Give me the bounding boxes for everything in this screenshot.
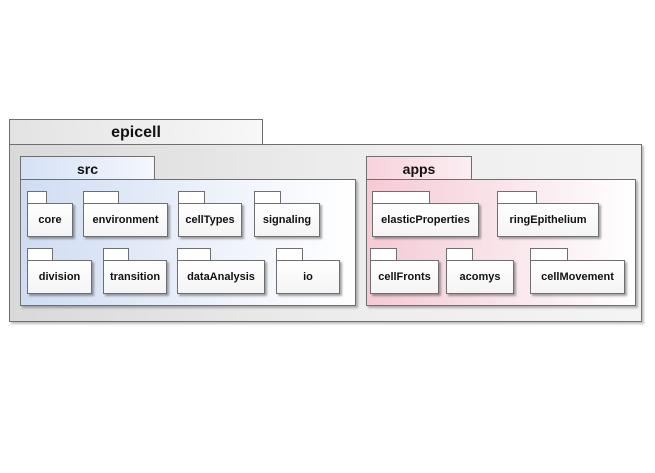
package-core: core [27, 191, 73, 239]
package-elasticproperties-body: elasticProperties [372, 203, 479, 237]
package-cellfronts-body: cellFronts [370, 260, 439, 294]
package-signaling: signaling [254, 191, 320, 239]
package-division-tab [27, 248, 53, 261]
package-celltypes-label: cellTypes [185, 214, 235, 226]
package-acomys-label: acomys [459, 271, 501, 283]
package-acomys: acomys [446, 248, 514, 296]
package-ringepithelium-body: ringEpithelium [497, 203, 599, 237]
package-dataanalysis: dataAnalysis [177, 248, 265, 296]
package-transition-body: transition [103, 260, 167, 294]
package-io-label: io [303, 271, 313, 283]
package-transition-tab [103, 248, 129, 261]
package-cellfronts-label: cellFronts [378, 271, 431, 283]
package-elasticproperties-label: elasticProperties [381, 214, 470, 226]
package-environment-label: environment [92, 214, 159, 226]
package-core-tab [27, 191, 47, 204]
apps-package-label: apps [402, 160, 436, 177]
package-transition: transition [103, 248, 167, 296]
package-elasticproperties: elasticProperties [372, 191, 479, 239]
package-acomys-body: acomys [446, 260, 514, 294]
package-io-tab [276, 248, 303, 261]
package-signaling-label: signaling [262, 214, 312, 226]
package-celltypes-body: cellTypes [178, 203, 242, 237]
package-cellmovement-body: cellMovement [530, 260, 625, 294]
package-cellmovement-tab [530, 248, 568, 261]
package-ringepithelium-label: ringEpithelium [509, 214, 587, 226]
package-celltypes: cellTypes [178, 191, 242, 239]
package-environment: environment [83, 191, 168, 239]
src-package-tab: src [20, 156, 155, 180]
package-acomys-tab [446, 248, 473, 261]
package-cellmovement-label: cellMovement [541, 271, 614, 283]
package-core-label: core [38, 214, 62, 226]
package-cellmovement: cellMovement [530, 248, 625, 296]
package-ringepithelium-tab [497, 191, 537, 204]
package-environment-tab [83, 191, 119, 204]
package-dataanalysis-body: dataAnalysis [177, 260, 265, 294]
package-dataanalysis-label: dataAnalysis [187, 271, 255, 283]
package-core-body: core [27, 203, 73, 237]
package-io-body: io [276, 260, 340, 294]
package-io: io [276, 248, 340, 296]
package-environment-body: environment [83, 203, 168, 237]
apps-package-tab: apps [366, 156, 472, 180]
package-dataanalysis-tab [177, 248, 211, 261]
package-division-label: division [38, 271, 81, 283]
package-ringepithelium: ringEpithelium [497, 191, 599, 239]
package-cellfronts: cellFronts [370, 248, 439, 296]
package-celltypes-tab [178, 191, 205, 204]
package-division: division [27, 248, 92, 296]
package-signaling-body: signaling [254, 203, 320, 237]
epicell-package-label: epicell [111, 123, 161, 141]
package-transition-label: transition [109, 271, 161, 283]
package-signaling-tab [254, 191, 281, 204]
package-cellfronts-tab [370, 248, 397, 261]
epicell-package-tab: epicell [9, 119, 263, 145]
package-division-body: division [27, 260, 92, 294]
package-elasticproperties-tab [372, 191, 430, 204]
src-package-label: src [76, 160, 99, 177]
